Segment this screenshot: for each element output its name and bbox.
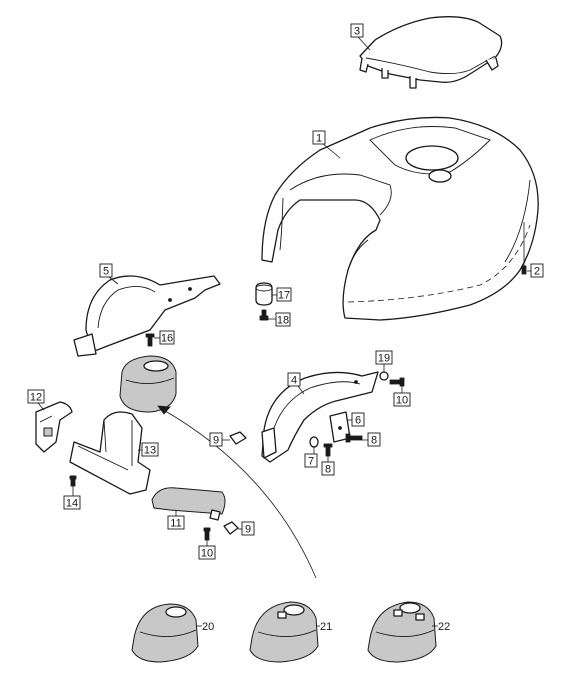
label-21: 21 bbox=[320, 621, 332, 633]
callout-6: 6 bbox=[351, 412, 365, 427]
callout-4: 4 bbox=[287, 372, 301, 387]
callout-11: 11 bbox=[167, 515, 185, 530]
callout-8-lower: 8 bbox=[321, 461, 335, 476]
clip-9-lower bbox=[223, 521, 239, 535]
svg-text:9: 9 bbox=[245, 524, 251, 536]
callout-9-lower: 9 bbox=[241, 521, 255, 536]
svg-text:10: 10 bbox=[396, 395, 408, 407]
part-13-center-panel bbox=[69, 411, 151, 495]
callout-18: 18 bbox=[275, 312, 291, 327]
part-1-main-hood bbox=[261, 116, 539, 321]
screw-18 bbox=[259, 309, 269, 321]
part-21-console-variant bbox=[249, 601, 319, 663]
screw-16 bbox=[145, 333, 155, 347]
svg-text:14: 14 bbox=[66, 498, 78, 510]
rubber-bumper-17 bbox=[255, 282, 273, 306]
callout-12: 12 bbox=[27, 389, 45, 404]
part-20-console-variant bbox=[131, 603, 199, 663]
leader-4 bbox=[297, 385, 305, 395]
clip-9-upper bbox=[229, 431, 247, 445]
callout-9-upper: 9 bbox=[209, 432, 223, 447]
leader-1 bbox=[321, 142, 341, 159]
svg-text:7: 7 bbox=[308, 456, 314, 468]
svg-text:8: 8 bbox=[371, 435, 377, 447]
svg-text:13: 13 bbox=[144, 445, 156, 457]
svg-text:5: 5 bbox=[103, 266, 109, 278]
callout-2: 2 bbox=[530, 263, 544, 278]
svg-text:16: 16 bbox=[161, 333, 173, 345]
svg-text:10: 10 bbox=[201, 548, 213, 560]
svg-text:12: 12 bbox=[30, 392, 42, 404]
callout-3: 3 bbox=[350, 23, 364, 38]
screw-10-upper bbox=[389, 377, 405, 387]
svg-text:9: 9 bbox=[213, 435, 219, 447]
svg-text:1: 1 bbox=[316, 133, 322, 145]
arrow-head bbox=[157, 405, 171, 415]
part-5-left-fender bbox=[73, 275, 221, 357]
callout-13: 13 bbox=[141, 442, 159, 457]
leader-3 bbox=[357, 36, 371, 51]
svg-text:18: 18 bbox=[277, 315, 289, 327]
svg-text:19: 19 bbox=[378, 353, 390, 365]
label-22: 22 bbox=[438, 621, 450, 633]
screw-2 bbox=[521, 222, 527, 275]
svg-text:8: 8 bbox=[325, 464, 331, 476]
svg-text:3: 3 bbox=[354, 26, 360, 38]
screw-14 bbox=[69, 475, 77, 487]
callout-19: 19 bbox=[375, 350, 393, 365]
callout-10-lower: 10 bbox=[198, 545, 216, 560]
callout-7: 7 bbox=[304, 453, 318, 468]
svg-text:2: 2 bbox=[534, 266, 540, 278]
screw-8-upper bbox=[345, 433, 363, 443]
part-12-clip bbox=[35, 401, 73, 453]
part-11-strip bbox=[151, 487, 226, 521]
svg-text:6: 6 bbox=[355, 415, 361, 427]
washer-7 bbox=[309, 436, 319, 448]
screw-8-lower bbox=[323, 443, 333, 457]
arrow-curve bbox=[159, 407, 317, 579]
callout-17: 17 bbox=[276, 287, 292, 302]
svg-text:17: 17 bbox=[278, 290, 290, 302]
callout-16: 16 bbox=[159, 330, 175, 345]
fuel-tank-console bbox=[119, 355, 177, 413]
callout-10-upper: 10 bbox=[393, 392, 411, 407]
callout-1: 1 bbox=[312, 130, 326, 145]
washer-19 bbox=[379, 371, 389, 381]
part-3-top-cover bbox=[359, 16, 503, 89]
svg-text:4: 4 bbox=[291, 375, 297, 387]
callout-5: 5 bbox=[99, 263, 113, 278]
screw-10-lower bbox=[203, 527, 211, 541]
part-22-console-variant bbox=[367, 601, 437, 663]
callout-14: 14 bbox=[63, 495, 81, 510]
callout-8-upper: 8 bbox=[367, 432, 381, 447]
svg-text:11: 11 bbox=[170, 518, 181, 530]
leader-5 bbox=[108, 276, 119, 285]
leader-12 bbox=[37, 402, 45, 411]
label-20: 20 bbox=[202, 621, 214, 633]
